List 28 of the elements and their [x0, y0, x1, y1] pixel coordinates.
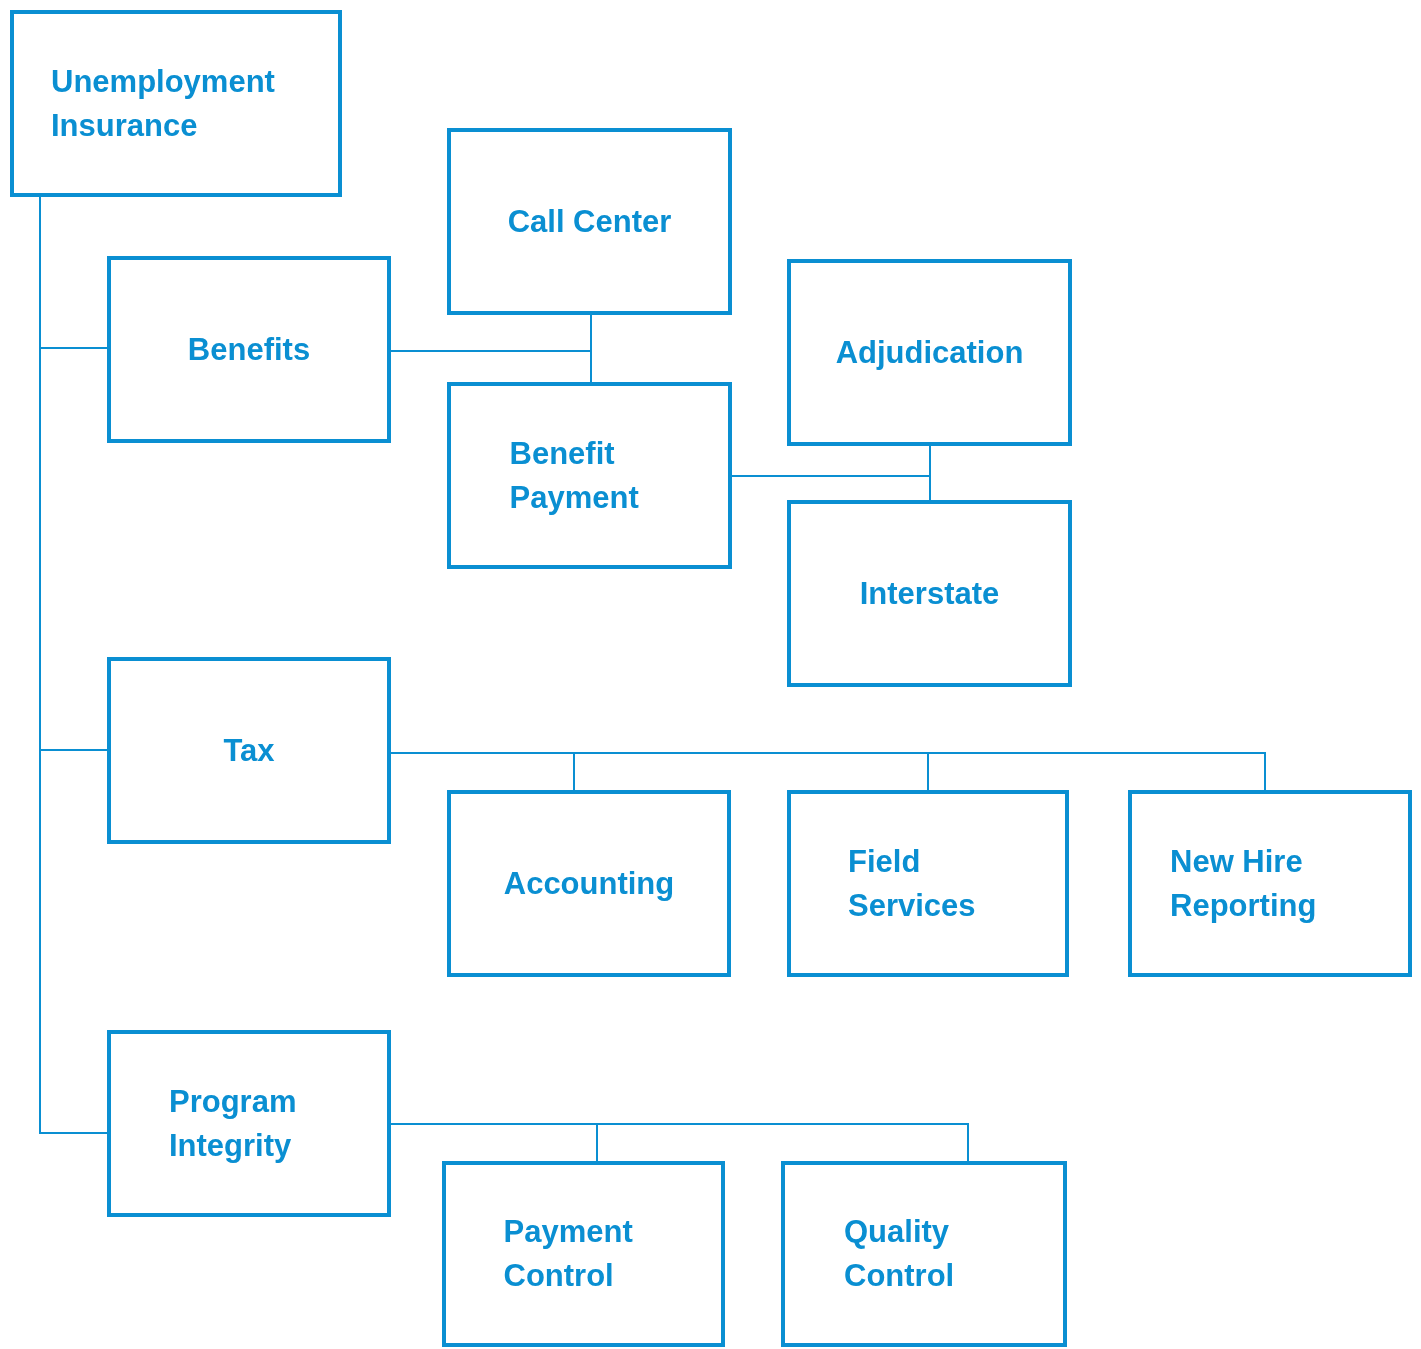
unit-label: Tax [223, 731, 275, 770]
unit-label: Accounting [503, 864, 675, 903]
unit-label: Program Integrity [169, 1082, 298, 1165]
org-box [1128, 790, 1412, 977]
unit-label: Quality Control [844, 1213, 956, 1295]
connector-line [731, 475, 931, 501]
org-box [107, 657, 391, 844]
org-box [447, 128, 732, 315]
unit-label: Field Services [848, 842, 977, 925]
org-box [107, 1030, 391, 1217]
org-box [787, 790, 1069, 977]
connector-line [390, 350, 592, 383]
org-box [10, 10, 342, 197]
unit-label: Adjudication [835, 333, 1024, 372]
unit-label: Payment Control [503, 1213, 634, 1295]
unit-label: New Hire Reporting [1170, 842, 1318, 925]
unit-label: Unemployment Insurance [51, 62, 276, 145]
org-box [787, 500, 1072, 687]
unit-label: Benefits [187, 330, 311, 369]
unit-label: Benefit Payment [509, 434, 640, 517]
unit-label: Call Center [507, 202, 672, 241]
org-box [442, 1161, 725, 1347]
org-box [447, 382, 732, 569]
unit-label: Interstate [859, 574, 1000, 613]
org-box [447, 790, 731, 977]
org-box [107, 256, 391, 443]
org-box [787, 259, 1072, 446]
org-box [781, 1161, 1067, 1347]
